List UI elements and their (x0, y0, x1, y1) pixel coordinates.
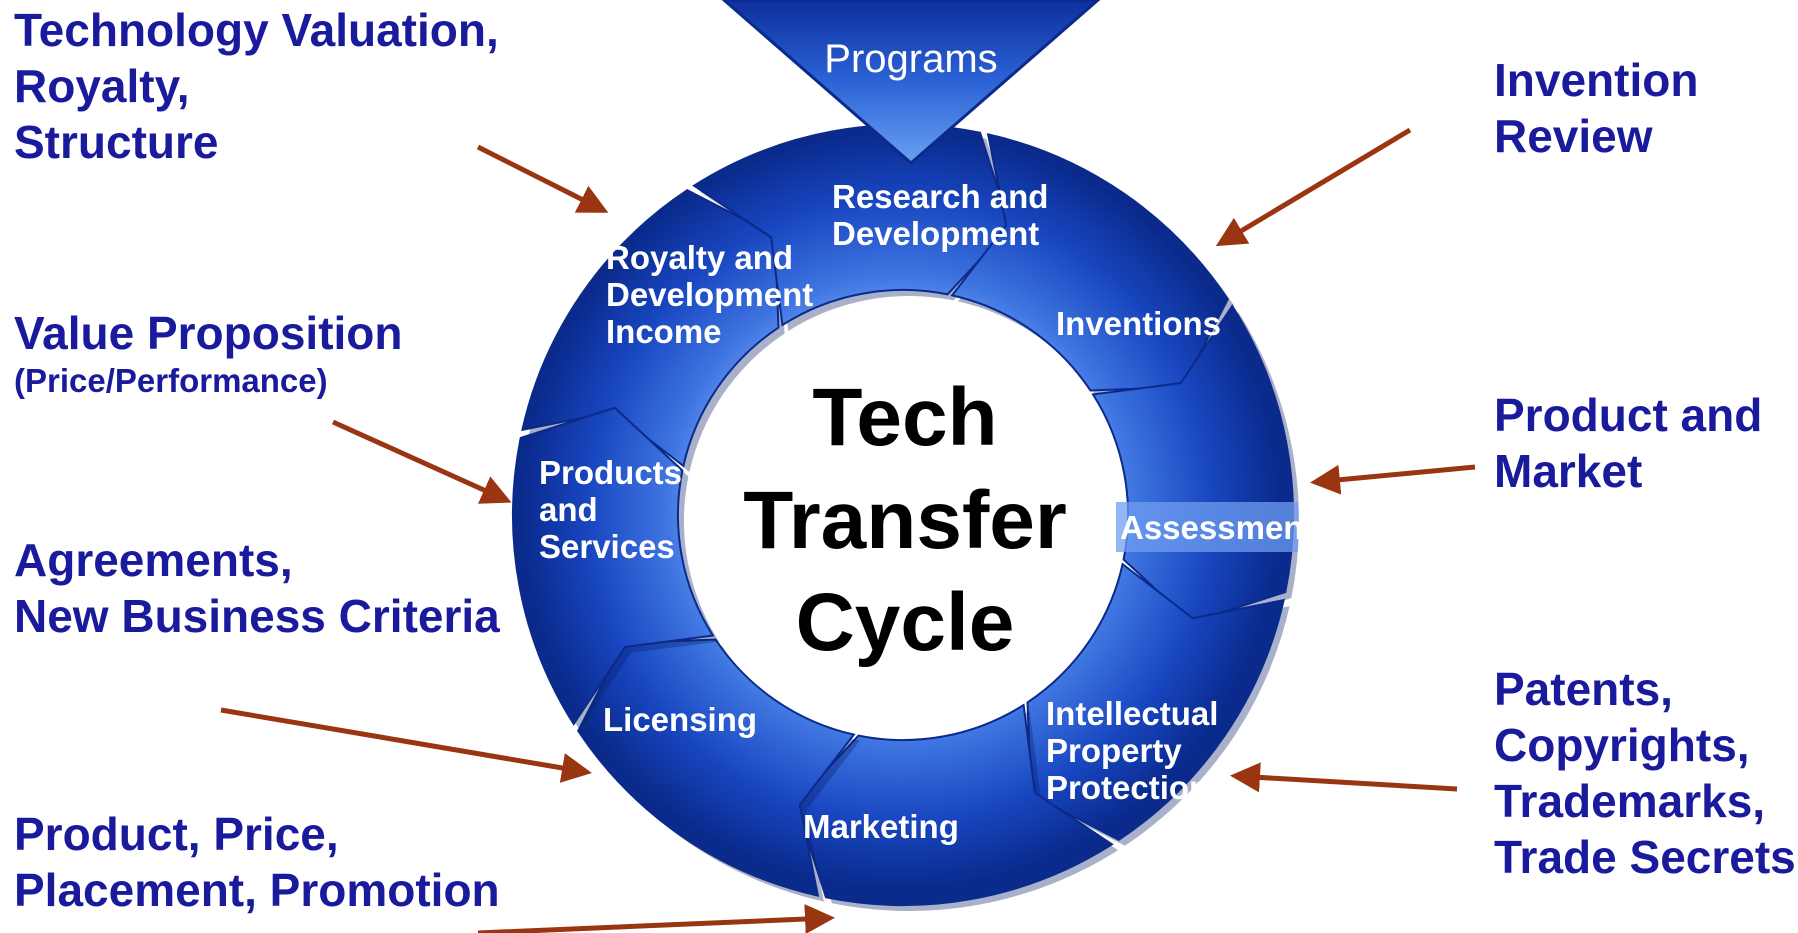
arrow-invention-review (1215, 127, 1412, 247)
segment-products-label-line-1: Products (539, 454, 682, 491)
center-title-line-1: Tech (812, 372, 997, 463)
segment-assessment (950, 133, 1229, 392)
arrow-product-market (1310, 464, 1476, 495)
annotation-agreements-line-2: New Business Criteria (14, 590, 500, 643)
annotation-invention-review-line-1: Invention (1494, 54, 1699, 106)
segment-royalty (511, 406, 715, 726)
segment-products-label-line-3: Services (539, 528, 675, 565)
arrow-value-proposition (331, 419, 512, 504)
annotation-tech-valuation-line-3: Structure (14, 116, 219, 169)
segment-labels: Research and Development Inventions Asse… (539, 178, 1314, 845)
annotation-tech-valuation-line-1: Technology Valuation, (14, 4, 499, 56)
programs-label: Programs (824, 37, 997, 81)
arrow-product-price (477, 904, 835, 933)
cycle-ring (511, 123, 1300, 912)
segment-inventions-label: Inventions (1056, 305, 1221, 342)
segment-royalty-label-line-3: Income (606, 313, 722, 350)
arrow-tech-valuation (476, 144, 609, 213)
segment-research-label-line-1: Research and (832, 178, 1048, 215)
segment-ip-label-line-1: Intellectual (1046, 695, 1218, 732)
annotation-product-market: Product and Market (1494, 387, 1762, 499)
annotation-invention-review: Invention Review (1494, 52, 1698, 164)
annotation-patents-line-3: Trademarks, (1494, 775, 1766, 828)
annotation-agreements-line-1: Agreements, (14, 534, 293, 586)
annotation-agreements: Agreements, New Business Criteria (14, 532, 500, 644)
segment-research-label-line-2: Development (832, 215, 1039, 252)
annotation-tech-valuation: Technology Valuation, Royalty, Structure (14, 2, 499, 170)
segment-ip-label-line-3: Protection (1046, 769, 1209, 806)
programs-funnel: Programs (721, 0, 1101, 165)
annotation-value-proposition: Value Proposition (Price/Performance) (14, 305, 403, 401)
segment-licensing (794, 703, 1114, 907)
segment-products (577, 638, 856, 897)
center-title-line-3: Cycle (796, 577, 1015, 668)
segment-royalty-label-line-2: Development (606, 276, 813, 313)
segment-products-label-line-2: and (539, 491, 598, 528)
annotation-value-proposition-line-1: Value Proposition (14, 307, 403, 359)
segment-marketing (1026, 562, 1285, 841)
pointer-arrows (220, 127, 1476, 933)
annotation-product-price-line-2: Placement, Promotion (14, 864, 500, 917)
segment-assessment-label: Assessment (1120, 509, 1314, 546)
segment-ip-label-line-2: Property (1046, 732, 1182, 769)
annotation-patents-line-4: Trade Secrets (1494, 831, 1796, 884)
center-title-line-2: Transfer (743, 475, 1067, 566)
annotation-product-market-line-1: Product and (1494, 389, 1763, 441)
arrow-patents (1230, 762, 1458, 793)
annotation-patents: Patents, Copyrights, Trademarks, Trade S… (1494, 661, 1796, 885)
annotation-product-price: Product, Price, Placement, Promotion (14, 806, 500, 918)
segment-inventions (692, 123, 1012, 327)
center-title: Tech Transfer Cycle (743, 372, 1067, 668)
annotation-product-market-line-2: Market (1494, 445, 1643, 498)
segment-research (521, 189, 780, 468)
annotation-value-proposition-line-2: (Price/Performance) (14, 362, 328, 400)
annotation-patents-line-1: Patents, (1494, 663, 1673, 715)
segment-licensing-label: Licensing (603, 701, 757, 738)
arrow-agreements (220, 707, 592, 783)
annotation-patents-line-2: Copyrights, (1494, 719, 1750, 772)
annotation-tech-valuation-line-2: Royalty, (14, 60, 190, 113)
segment-royalty-label-line-1: Royalty and (606, 239, 793, 276)
annotation-invention-review-line-2: Review (1494, 110, 1653, 163)
segment-marketing-label: Marketing (803, 808, 959, 845)
annotation-product-price-line-1: Product, Price, (14, 808, 339, 860)
assessment-label-highlight (1116, 502, 1298, 552)
